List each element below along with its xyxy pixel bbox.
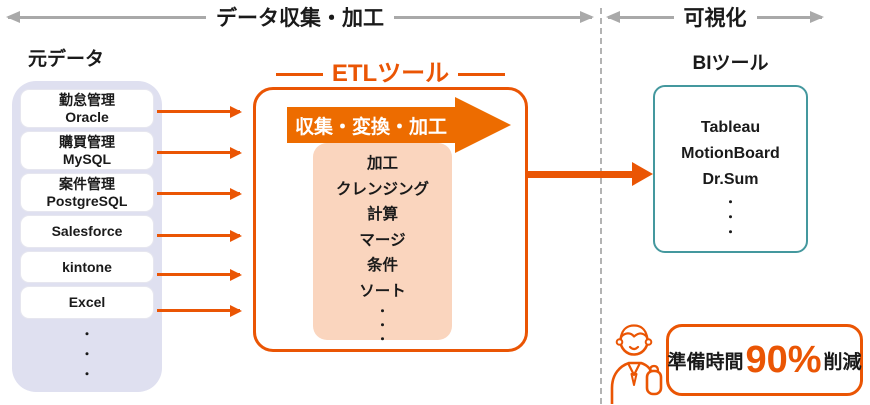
left-span-arrow-icon — [606, 11, 674, 23]
bi-tools-box: Tableau MotionBoard Dr.Sum ・ ・ ・ — [653, 85, 808, 253]
right-span-arrow-icon — [756, 11, 824, 23]
etl-title-dash — [458, 72, 506, 76]
left-span-arrow-icon — [6, 11, 206, 23]
badge-prefix: 準備時間 — [667, 351, 744, 373]
source-data-panel: 勤怠管理 Oracle 購買管理 MySQL 案件管理 PostgreSQL S… — [12, 81, 162, 392]
source-to-etl-arrow — [157, 229, 242, 242]
etl-process-arrowhead-icon — [455, 97, 511, 153]
ellipsis-dot: ・ — [80, 367, 93, 382]
etl-operations-list: 加工 クレンジング 計算 マージ 条件 ソート ・ ・ ・ — [313, 143, 452, 346]
bi-tool: Dr.Sum — [702, 171, 759, 188]
etl-operation: ソート — [359, 282, 406, 300]
etl-ellipsis: ・ ・ ・ — [313, 304, 452, 346]
badge-suffix: 削減 — [823, 351, 862, 373]
header-visualization: 可視化 — [606, 4, 824, 30]
source-item-oracle: 勤怠管理 Oracle — [20, 89, 154, 129]
source-item-line: 購買管理 — [59, 133, 115, 150]
badge-value: 90% — [745, 339, 822, 381]
ellipsis-dot: ・ — [724, 210, 737, 224]
source-item-kintone: kintone — [20, 250, 154, 284]
etl-operation: 計算 — [366, 206, 398, 223]
visualization-label: 可視化 — [683, 7, 747, 30]
ellipsis-dot: ・ — [376, 318, 389, 332]
source-to-etl-arrow — [157, 105, 242, 118]
source-item-excel: Excel — [20, 286, 154, 320]
bi-tool: MotionBoard — [681, 145, 780, 162]
etl-to-bi-arrow — [528, 171, 632, 178]
ellipsis-dot: ・ — [724, 195, 737, 209]
source-to-etl-arrow — [157, 304, 242, 317]
etl-title: ETLツール — [331, 60, 450, 87]
person-raising-fist-icon — [608, 320, 664, 405]
source-data-title: 元データ — [28, 49, 105, 70]
source-to-etl-arrow — [157, 268, 242, 281]
ellipsis-dot: ・ — [724, 225, 737, 239]
source-to-etl-arrow — [157, 146, 242, 159]
section-divider — [600, 8, 602, 404]
ellipsis-dot: ・ — [376, 304, 389, 318]
collection-label: データ収集・加工 — [216, 7, 384, 30]
source-item-line: 案件管理 — [59, 175, 115, 192]
source-item-line: Salesforce — [51, 223, 123, 240]
source-item-line: 勤怠管理 — [59, 91, 115, 108]
etl-title-dash — [275, 72, 323, 76]
source-item-line: Excel — [68, 294, 106, 311]
source-item-postgresql: 案件管理 PostgreSQL — [20, 173, 154, 213]
etl-operation: 加工 — [366, 155, 398, 172]
source-item-line: MySQL — [62, 150, 112, 167]
right-span-arrow-icon — [394, 11, 594, 23]
time-saving-badge: 準備時間 90% 削減 — [666, 324, 863, 396]
source-item-line: PostgreSQL — [46, 192, 128, 209]
ellipsis-dot: ・ — [80, 347, 93, 362]
etl-process-arrow-banner: 収集・変換・加工 — [287, 107, 455, 143]
source-ellipsis: ・ ・ ・ — [20, 322, 154, 384]
bi-tool: Tableau — [700, 119, 761, 136]
source-item-line: kintone — [62, 258, 112, 275]
source-item-salesforce: Salesforce — [20, 215, 154, 248]
source-to-etl-arrow — [157, 187, 242, 200]
etl-operation: クレンジング — [335, 180, 429, 198]
bi-ellipsis: ・ ・ ・ — [655, 193, 806, 240]
etl-to-bi-arrowhead-icon — [632, 162, 653, 186]
header-collection: データ収集・加工 — [6, 4, 594, 30]
etl-operation: 条件 — [366, 257, 398, 274]
ellipsis-dot: ・ — [80, 327, 93, 342]
source-item-line: Oracle — [65, 108, 109, 125]
etl-operation: マージ — [359, 231, 406, 249]
etl-title-row: ETLツール — [253, 61, 528, 87]
ellipsis-dot: ・ — [376, 332, 389, 346]
bi-title: BIツール — [692, 53, 769, 74]
source-item-mysql: 購買管理 MySQL — [20, 131, 154, 171]
